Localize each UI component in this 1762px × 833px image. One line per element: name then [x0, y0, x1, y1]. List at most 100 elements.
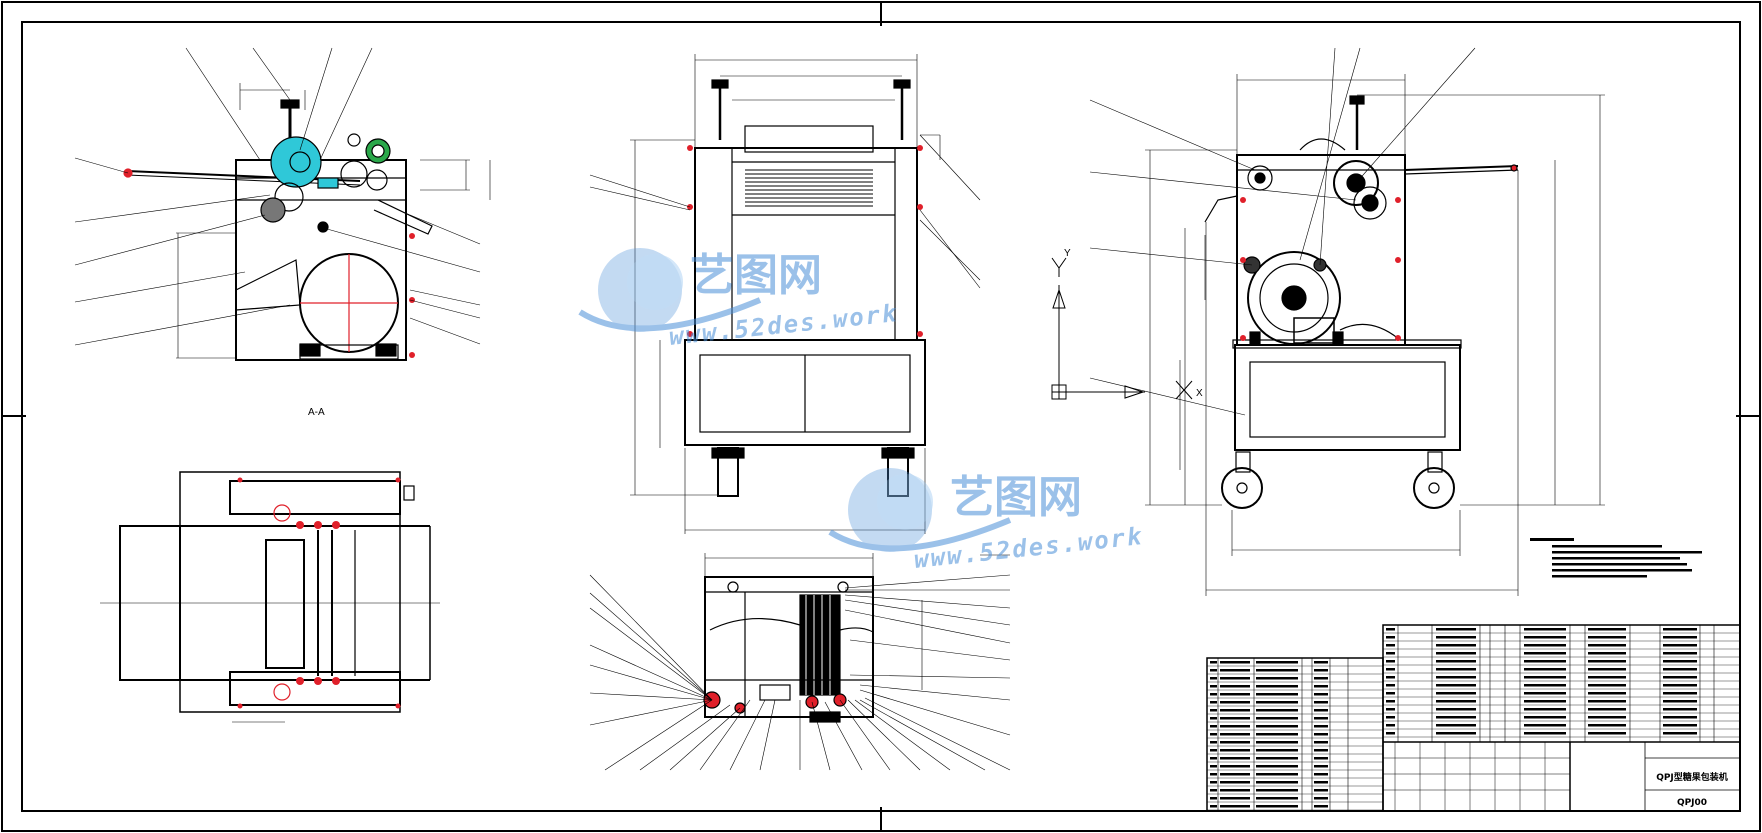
parts-list-entry	[1210, 669, 1217, 672]
title-block-drawing-number: QPJ00	[1677, 798, 1707, 808]
front-view-dimensions	[589, 54, 981, 534]
parts-list-entry	[1663, 628, 1697, 631]
parts-list-entry	[1256, 669, 1298, 672]
parts-list-entry	[1220, 733, 1250, 736]
parts-list-entry	[1663, 732, 1697, 735]
parts-list-entry	[1588, 708, 1626, 711]
axis-y-label: Y	[1064, 248, 1071, 259]
parts-list-entry	[1314, 669, 1328, 672]
parts-list-entry	[1210, 781, 1217, 784]
parts-list-entry	[1210, 757, 1217, 760]
parts-list-entry	[1588, 676, 1626, 679]
parts-list-entry	[1220, 781, 1250, 784]
parts-list-entry	[1220, 709, 1250, 712]
watermark-logo-upper	[578, 248, 762, 332]
parts-list-entry	[1210, 725, 1217, 728]
parts-list-entry	[1220, 661, 1250, 664]
parts-list-entry	[1663, 636, 1697, 639]
parts-list-entry	[1524, 700, 1566, 703]
parts-list-entry	[1210, 661, 1217, 664]
parts-list-entry	[1314, 717, 1328, 720]
side-view-dimensions	[1089, 47, 1605, 596]
parts-list-entry	[1314, 765, 1328, 768]
parts-list-entry	[1314, 709, 1328, 712]
parts-list-entry	[1436, 660, 1476, 663]
parts-list-entry	[1663, 692, 1697, 695]
parts-list-entry	[1524, 652, 1566, 655]
parts-list-entry	[1524, 644, 1566, 647]
parts-list-entry	[1524, 716, 1566, 719]
parts-list-entry	[1256, 693, 1298, 696]
parts-list-entry	[1524, 732, 1566, 735]
parts-list-entry	[1314, 757, 1328, 760]
parts-list-entry	[1663, 660, 1697, 663]
parts-list-entry	[1436, 628, 1476, 631]
parts-list-entry	[1220, 797, 1250, 800]
parts-list-entry	[1524, 636, 1566, 639]
parts-list-entry	[1314, 805, 1328, 808]
parts-list-entry	[1386, 652, 1395, 655]
parts-list-entry	[1314, 797, 1328, 800]
parts-list-entry	[1256, 677, 1298, 680]
parts-list-entry	[1256, 749, 1298, 752]
parts-list-entry	[1386, 660, 1395, 663]
parts-list-entry	[1220, 717, 1250, 720]
parts-list-entry	[1524, 708, 1566, 711]
watermark-brand-lower: 艺图网	[950, 472, 1082, 523]
parts-list-entry	[1588, 628, 1626, 631]
parts-list-entry	[1588, 668, 1626, 671]
parts-list-entry	[1588, 652, 1626, 655]
parts-list-entry	[1210, 693, 1217, 696]
parts-list-entry	[1588, 644, 1626, 647]
watermark-url-lower: www.52des.work	[913, 522, 1145, 574]
parts-list-entry	[1524, 684, 1566, 687]
parts-list-entry	[1386, 732, 1395, 735]
parts-list-entry	[1220, 677, 1250, 680]
axis-x-label: X	[1196, 388, 1203, 399]
parts-list-entry	[1663, 644, 1697, 647]
parts-list-entry	[1256, 805, 1298, 808]
parts-list-entry	[1220, 725, 1250, 728]
parts-list-entry	[1524, 692, 1566, 695]
parts-list-entry	[1220, 701, 1250, 704]
plan-view-lower	[703, 553, 923, 723]
parts-list-entry	[1220, 757, 1250, 760]
parts-list-entry	[1386, 724, 1395, 727]
side-view	[1204, 95, 1519, 509]
parts-list-entry	[1256, 781, 1298, 784]
parts-list-entry	[1588, 724, 1626, 727]
parts-list-entry	[1436, 668, 1476, 671]
parts-list-entry	[1386, 684, 1395, 687]
parts-list-entry	[1220, 773, 1250, 776]
parts-list-entry	[1663, 668, 1697, 671]
parts-list-entry	[1663, 724, 1697, 727]
parts-list-entry	[1436, 732, 1476, 735]
parts-list-entry	[1220, 765, 1250, 768]
parts-list-entry	[1386, 716, 1395, 719]
parts-list-entry	[1314, 701, 1328, 704]
parts-list-entry	[1210, 805, 1217, 808]
parts-list-entry	[1314, 741, 1328, 744]
parts-list-entry	[1663, 676, 1697, 679]
parts-list-entry	[1524, 676, 1566, 679]
parts-list-entry	[1210, 709, 1217, 712]
parts-list-entry	[1210, 765, 1217, 768]
parts-list-entry	[1588, 636, 1626, 639]
parts-list-entry	[1256, 709, 1298, 712]
parts-list-entry	[1436, 676, 1476, 679]
watermark-logo-lower	[828, 468, 1012, 552]
parts-list-entry	[1314, 749, 1328, 752]
parts-list-entry	[1314, 685, 1328, 688]
parts-list-entry	[1256, 789, 1298, 792]
parts-list-entry	[1524, 668, 1566, 671]
axis-symbol	[1051, 257, 1193, 400]
parts-list-entry	[1210, 677, 1217, 680]
parts-list-entry	[1220, 693, 1250, 696]
parts-list-entry	[1663, 700, 1697, 703]
parts-list-entry	[1436, 724, 1476, 727]
parts-list-entry	[1210, 741, 1217, 744]
parts-list-entry	[1210, 685, 1217, 688]
parts-list-entry	[1256, 733, 1298, 736]
front-view	[684, 79, 926, 497]
